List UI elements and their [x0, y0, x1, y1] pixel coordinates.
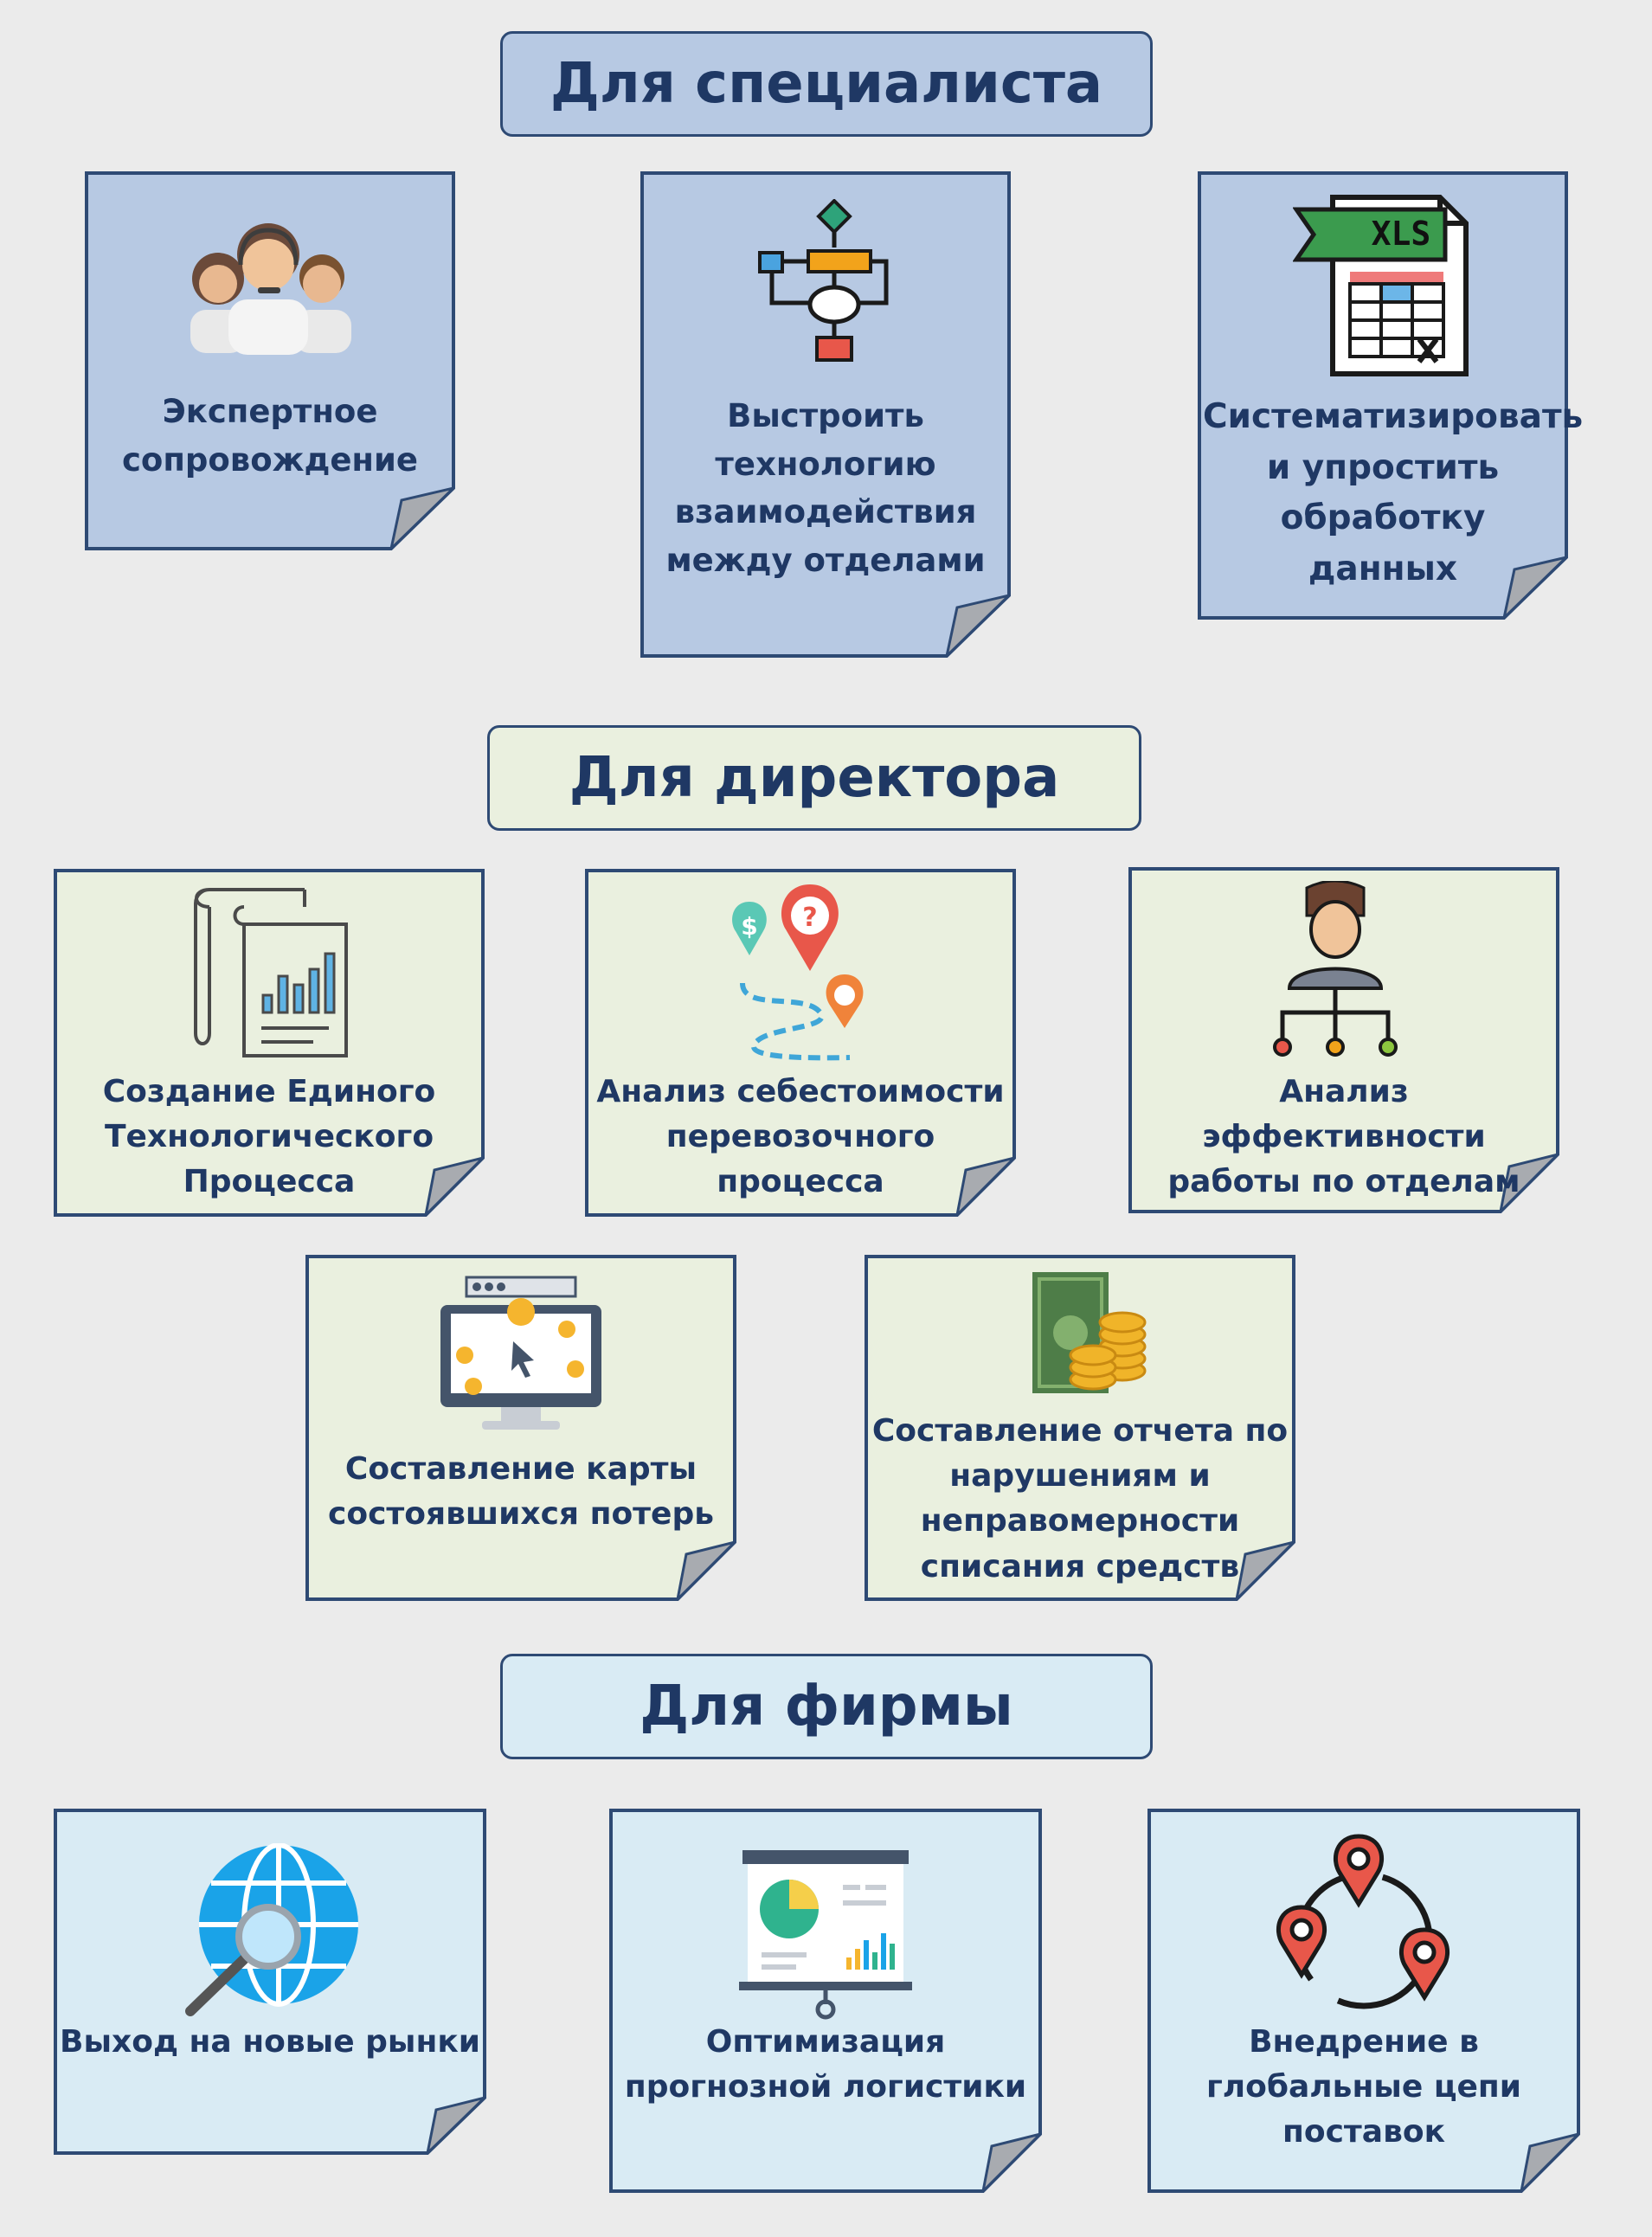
card-label: Анализ эффективности работы по отделам — [1167, 1074, 1520, 1200]
card-label: Создание Единого Технологического Процес… — [102, 1074, 436, 1200]
card-background — [585, 869, 1016, 1217]
xls-spreadsheet-icon — [1293, 195, 1469, 376]
section-heading-firm: Для фирмы — [500, 1654, 1153, 1759]
card-label: Экспертное сопровождение — [121, 393, 419, 479]
report-chart-icon — [194, 888, 348, 1057]
card-background — [865, 1255, 1295, 1601]
card-label: Систематизировать и упростить обработку … — [1203, 397, 1584, 588]
card-build-interaction: Выстроить технологию взаимодействия межд… — [640, 171, 1011, 658]
card-background — [1198, 171, 1568, 620]
globe-search-icon — [185, 1843, 358, 2016]
presentation-board-icon — [739, 1850, 912, 2020]
section-heading-specialist: Для специалиста — [500, 31, 1153, 137]
supply-chain-pins-icon — [1276, 1834, 1450, 2009]
card-unified-process: Создание Единого Технологического Процес… — [54, 869, 485, 1217]
card-efficiency-analysis: Анализ эффективности работы по отделам — [1128, 867, 1559, 1213]
card-label: Внедрение в глобальные цепи поставок — [1205, 2024, 1522, 2150]
flowchart-icon — [758, 199, 889, 362]
card-violations-report: Составление отчета по нарушениям и непра… — [865, 1255, 1295, 1601]
card-label: Оптимизация прогнозной логистики — [624, 2024, 1027, 2105]
card-label: Составление отчета по нарушениям и непра… — [871, 1413, 1289, 1585]
card-forecast-logistics: Оптимизация прогнозной логистики — [609, 1809, 1042, 2193]
section-heading-director: Для директора — [487, 725, 1141, 831]
support-team-icon — [190, 223, 351, 355]
card-global-supply: Внедрение в глобальные цепи поставок — [1147, 1809, 1580, 2193]
card-background — [640, 171, 1011, 658]
card-label: Выход на новые рынки — [60, 2024, 480, 2060]
card-label: Анализ себестоимости перевозочного проце… — [596, 1074, 1005, 1200]
card-background — [1128, 867, 1559, 1213]
svg-text:$: $ — [741, 912, 757, 941]
svg-text:?: ? — [802, 903, 817, 933]
card-background — [85, 171, 455, 550]
card-cost-analysis: $ ? Анализ себестоимости перевозочного п… — [585, 869, 1016, 1217]
card-background — [1147, 1809, 1580, 2193]
route-map-icon: $ ? — [732, 884, 864, 1061]
card-expert-support: Экспертное сопровождение — [85, 171, 455, 550]
card-label: Составление карты состоявшихся потерь — [328, 1451, 714, 1533]
money-stack-icon — [1032, 1272, 1147, 1393]
xls-label: XLS — [1371, 215, 1431, 253]
card-systematize-data: XLS Систематизировать и упростить обрабо… — [1198, 171, 1584, 620]
monitor-coins-icon — [440, 1276, 601, 1430]
org-structure-icon — [1273, 881, 1398, 1057]
card-new-markets: Выход на новые рынки — [54, 1809, 486, 2155]
card-loss-map: Составление карты состоявшихся потерь — [305, 1255, 736, 1601]
card-label: Выстроить технологию взаимодействия межд… — [665, 397, 986, 579]
